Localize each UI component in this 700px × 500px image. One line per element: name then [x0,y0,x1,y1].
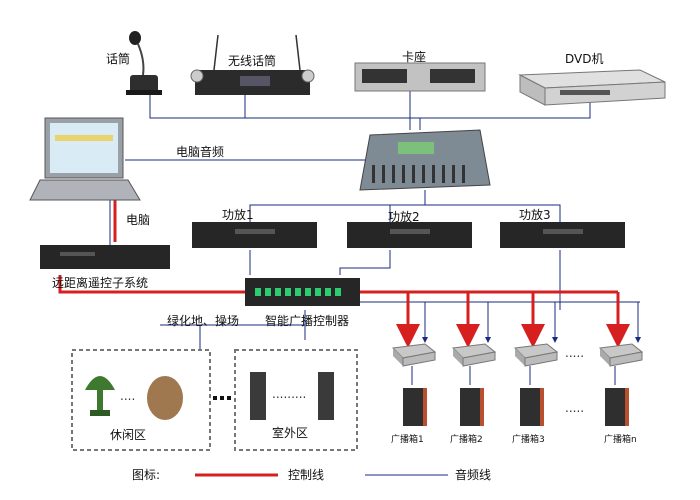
wall-speaker-n-icon [605,388,629,426]
dvd-player-label: DVD机 [565,52,604,66]
zone-box-1-icon [391,343,437,367]
zone-box-n-icon [598,343,644,367]
amplifier-2-label: 功放2 [388,210,420,224]
wall-speaker-2-icon [460,388,484,426]
legend-control-line-label: 控制线 [288,468,325,482]
column-speaker-right-icon [318,372,334,420]
cassette-deck-icon [354,62,486,92]
dots: ......... [272,387,306,401]
cassette-deck-label: 卡座 [402,50,427,64]
amplifier-1-icon [192,222,317,248]
dots: ..... [565,346,584,360]
speaker-box-n-label: 广播箱n [604,435,637,445]
wall-speaker-1-icon [403,388,427,426]
dots: .... [120,389,135,403]
wall-speaker-3-icon [520,388,544,426]
broadcast-controller-label: 智能广播控制器 [265,314,350,328]
speaker-box-1-label: 广播箱1 [391,435,424,445]
legend-audio-line-label: 音频线 [455,468,492,482]
broadcast-controller-icon [245,278,360,306]
remote-control-label: 远距离遥控子系统 [52,276,149,290]
wireless-mic-label: 无线话筒 [228,54,277,68]
speaker-box-3-label: 广播箱3 [512,435,545,445]
leisure-zone-label: 休闲区 [110,428,147,442]
control-wiring [58,200,630,477]
microphone-label: 话筒 [106,52,131,66]
audio-wiring [109,90,641,476]
amplifier-2-icon [347,222,472,248]
zone-box-2-icon [451,343,497,367]
computer-label: 电脑 [126,213,151,227]
legend-title: 图标: [132,468,161,482]
amplifier-3-icon [500,222,625,248]
laptop-icon [29,117,141,201]
zone-box-3-icon [513,343,559,367]
speaker-box-2-label: 广播箱2 [450,435,483,445]
dvd-player-icon [518,69,666,106]
outdoor-zone-label: 室外区 [272,426,309,440]
mushroom-speaker-icon [85,376,115,416]
wireless-mic-receiver-icon [190,34,315,95]
rock-speaker-icon [147,376,183,420]
outdoor-zone-box [234,349,358,451]
mixer-console-icon [359,129,491,191]
dots: ..... [565,401,584,415]
dots-separator [213,396,231,400]
column-speaker-left-icon [250,372,266,420]
computer-audio-label: 电脑音频 [176,145,225,159]
amplifier-3-label: 功放3 [519,208,551,222]
remote-control-unit-icon [40,245,170,269]
green-area-playground-label: 绿化地、操场 [167,314,240,328]
amplifier-1-label: 功放1 [222,208,254,222]
desk-microphone-icon [126,31,162,95]
